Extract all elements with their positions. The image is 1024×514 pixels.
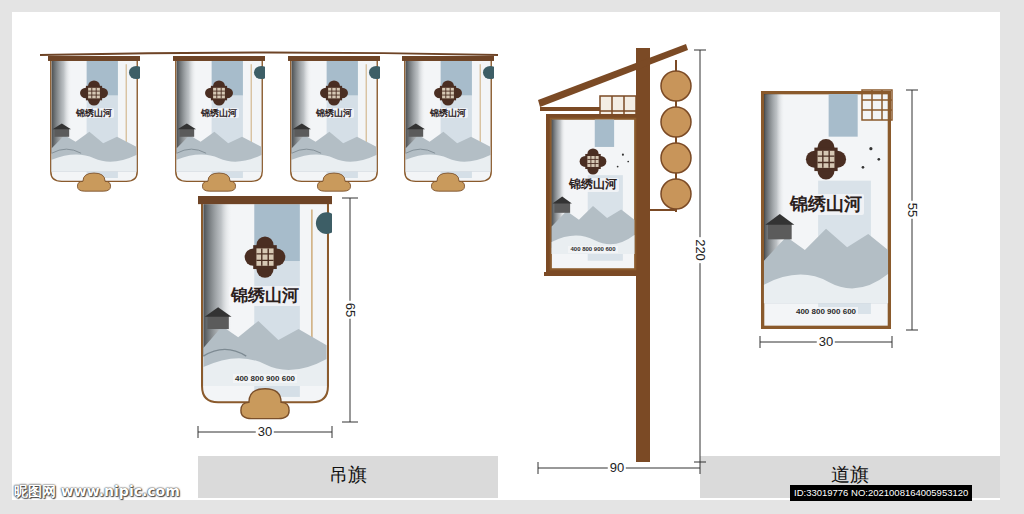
dimension-label: 65 <box>343 301 357 319</box>
dimension-label: 90 <box>608 461 626 475</box>
dimension-label: 55 <box>905 201 919 219</box>
dimension-label: 30 <box>256 425 274 439</box>
flag-title: 锦绣山河 <box>788 194 864 215</box>
hanging-flag: 锦绣山河 <box>402 58 494 190</box>
watermark: 昵图网 www.nipic.com <box>14 484 180 499</box>
flag-title: 锦绣山河 <box>229 286 301 306</box>
dimension-label: 220 <box>693 237 707 263</box>
flag-title: 锦绣山河 <box>428 108 468 118</box>
phone-number: 400 800 900 600 <box>568 246 617 253</box>
flag-title: 锦绣山河 <box>314 108 354 118</box>
flag-title: 道旗 <box>831 464 869 486</box>
caption-band: 吊旗 <box>198 456 498 498</box>
hanging-flag: 锦绣山河 <box>173 58 265 190</box>
phone-number: 400 800 900 600 <box>233 374 297 383</box>
road-flag: 锦绣山河 400 800 900 600 <box>760 90 892 330</box>
hanging-flag: 锦绣山河 <box>48 58 140 190</box>
pole-flag: 锦绣山河 400 800 900 600 <box>549 118 637 270</box>
phone-number: 400 800 900 600 <box>794 307 858 316</box>
dimension-label: 30 <box>817 335 835 349</box>
hanging-flag: 锦绣山河 <box>288 58 380 190</box>
watermark: ID:33019776 NO:2021008164005953120 <box>790 485 972 501</box>
flag-title: 吊旗 <box>329 464 367 486</box>
flag-title: 锦绣山河 <box>74 108 114 118</box>
hanging-flag: 锦绣山河 400 800 900 600 <box>198 198 332 418</box>
flag-title: 锦绣山河 <box>567 178 619 192</box>
flag-title: 锦绣山河 <box>199 108 239 118</box>
